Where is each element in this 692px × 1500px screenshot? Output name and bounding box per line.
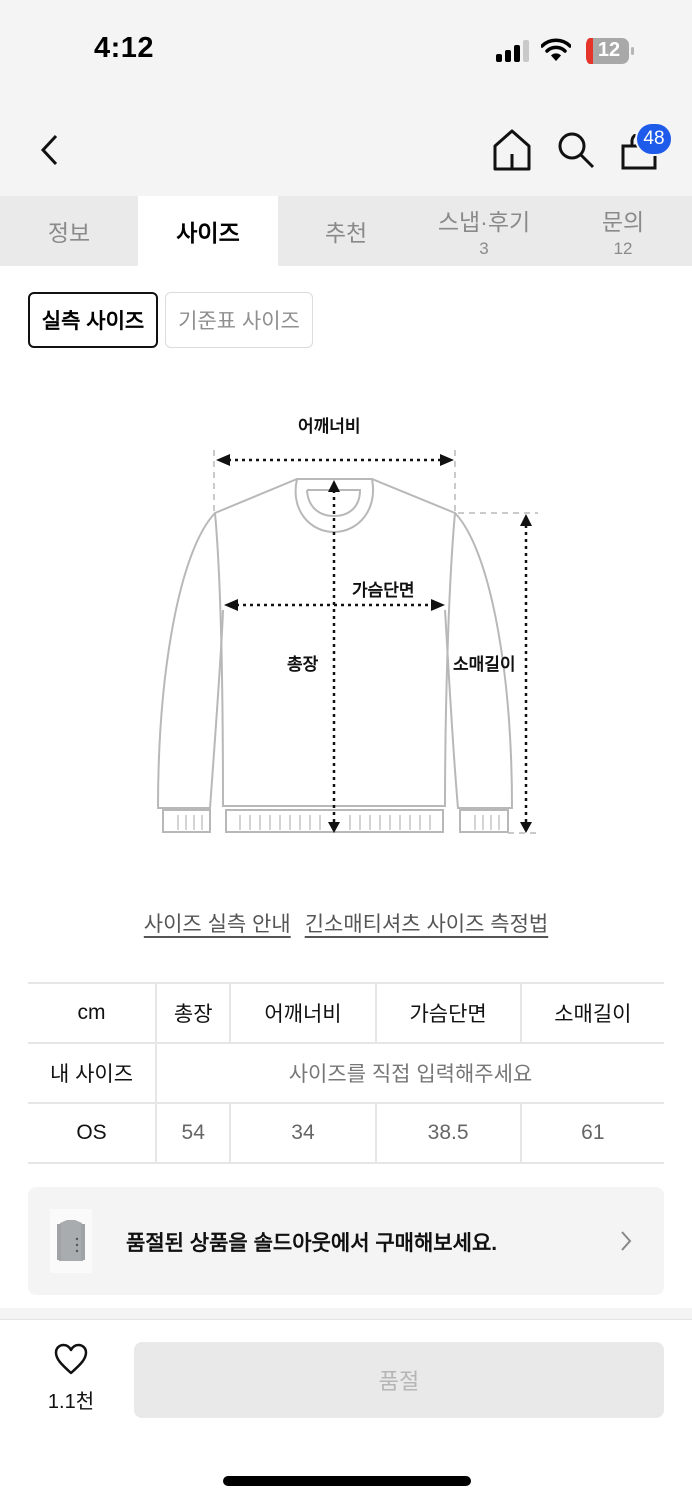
- my-size-row: 내 사이즈 사이즈를 직접 입력해주세요: [28, 1042, 664, 1104]
- size-guide-links: 사이즈 실측 안내 긴소매티셔츠 사이즈 측정법: [0, 908, 692, 938]
- chest-label: 가슴단면: [352, 581, 415, 600]
- size-table: cm 총장 어깨너비 가슴단면 소매길이 내 사이즈 사이즈를 직접 입력해주세…: [28, 982, 664, 1164]
- tab-snap-review[interactable]: 스냅·후기 3: [414, 196, 554, 266]
- table-header-row: cm 총장 어깨너비 가슴단면 소매길이: [28, 982, 664, 1044]
- cart-count-badge: 48: [635, 122, 673, 156]
- soldout-banner[interactable]: 품절된 상품을 솔드아웃에서 구매해보세요.: [28, 1187, 664, 1295]
- my-size-label: 내 사이즈: [28, 1042, 156, 1104]
- cellular-signal-icon: [496, 40, 529, 62]
- wifi-icon: [541, 38, 571, 61]
- top-nav: 48: [0, 100, 692, 196]
- tab-label: 스냅·후기: [437, 209, 531, 235]
- tab-label: 문의: [601, 209, 645, 235]
- table-row: OS 54 34 38.5 61: [28, 1102, 664, 1164]
- size-value: 34: [229, 1102, 376, 1164]
- tab-inquiry[interactable]: 문의 12: [554, 196, 692, 266]
- like-count: 1.1천: [47, 1391, 95, 1413]
- size-value: 38.5: [374, 1102, 521, 1164]
- battery-level: 12: [597, 39, 621, 61]
- tab-size[interactable]: 사이즈: [138, 196, 278, 266]
- column-header: 어깨너비: [229, 982, 376, 1044]
- column-header: 가슴단면: [374, 982, 521, 1044]
- status-bar: 4:12 12: [0, 0, 692, 100]
- status-time: 4:12: [94, 32, 155, 64]
- size-measure-guide-link[interactable]: 사이즈 실측 안내: [143, 913, 291, 936]
- tab-label: 정보: [47, 220, 91, 246]
- actual-size-toggle[interactable]: 실측 사이즈: [28, 292, 158, 348]
- size-value: 54: [154, 1102, 231, 1164]
- unit-cell: cm: [28, 982, 156, 1044]
- battery-icon: 12: [586, 38, 634, 64]
- product-thumbnail: [50, 1209, 92, 1273]
- my-size-input[interactable]: 사이즈를 직접 입력해주세요: [155, 1042, 664, 1104]
- shoulder-label: 어깨너비: [298, 417, 361, 436]
- soldout-button[interactable]: 품절: [134, 1342, 664, 1418]
- tab-info[interactable]: 정보: [0, 196, 138, 266]
- tab-label: 추천: [324, 220, 368, 246]
- standard-size-toggle[interactable]: 기준표 사이즈: [165, 292, 313, 348]
- search-icon[interactable]: [556, 130, 596, 170]
- product-tabs: 정보 사이즈 추천 스냅·후기 3 문의 12: [0, 196, 692, 266]
- column-header: 총장: [154, 982, 231, 1044]
- tab-recommend[interactable]: 추천: [278, 196, 414, 266]
- soldout-banner-text: 품절된 상품을 솔드아웃에서 구매해보세요.: [126, 1232, 498, 1255]
- home-indicator: [223, 1476, 471, 1486]
- section-divider: [0, 1308, 692, 1320]
- length-label: 총장: [287, 655, 319, 674]
- chevron-right-icon: [621, 1231, 632, 1251]
- back-chevron-icon[interactable]: [36, 132, 64, 168]
- like-button[interactable]: 1.1천: [40, 1342, 102, 1414]
- tab-count: 3: [479, 239, 489, 258]
- column-header: 소매길이: [519, 982, 664, 1044]
- sleeve-label: 소매길이: [453, 655, 516, 674]
- tab-label: 사이즈: [176, 220, 240, 246]
- size-measurement-diagram: 어깨너비 가슴단면 총장 소매길이: [140, 390, 560, 850]
- size-value: 61: [519, 1102, 664, 1164]
- home-icon[interactable]: [492, 128, 532, 172]
- sweatshirt-outline-icon: [156, 450, 538, 834]
- longsleeve-measure-method-link[interactable]: 긴소매티셔츠 사이즈 측정법: [304, 913, 549, 936]
- size-name: OS: [28, 1102, 156, 1164]
- heart-icon: [54, 1343, 88, 1375]
- tab-count: 12: [613, 239, 633, 258]
